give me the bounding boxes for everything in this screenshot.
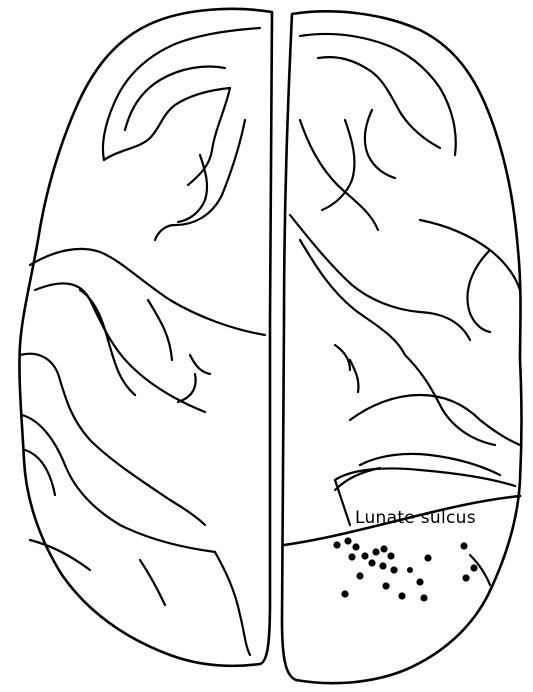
dot-marker [390, 566, 397, 573]
dot-marker [416, 578, 423, 585]
hemisphere-outlines [19, 9, 521, 683]
dot-marker [361, 552, 368, 559]
dot-marker [344, 537, 351, 544]
dot-marker [368, 559, 375, 566]
dot-marker [407, 567, 413, 573]
dot-marker [379, 562, 386, 569]
dot-marker [424, 554, 431, 561]
lunate-sulcus-label: Lunate sulcus [355, 508, 476, 528]
dot-marker [333, 541, 340, 548]
dot-marker [356, 572, 363, 579]
dot-marker [460, 542, 467, 549]
dot-marker [462, 574, 469, 581]
dot-marker [387, 552, 394, 559]
dot-marker [398, 592, 405, 599]
dot-marker [420, 594, 427, 601]
dot-marker [348, 553, 355, 560]
dot-marker [470, 564, 477, 571]
dot-marker [380, 545, 387, 552]
recording-dots [333, 537, 477, 601]
dot-marker [352, 543, 359, 550]
right-hemisphere-outline [282, 11, 522, 683]
dot-marker [341, 590, 348, 597]
dot-marker [382, 582, 389, 589]
dot-marker [372, 548, 379, 555]
